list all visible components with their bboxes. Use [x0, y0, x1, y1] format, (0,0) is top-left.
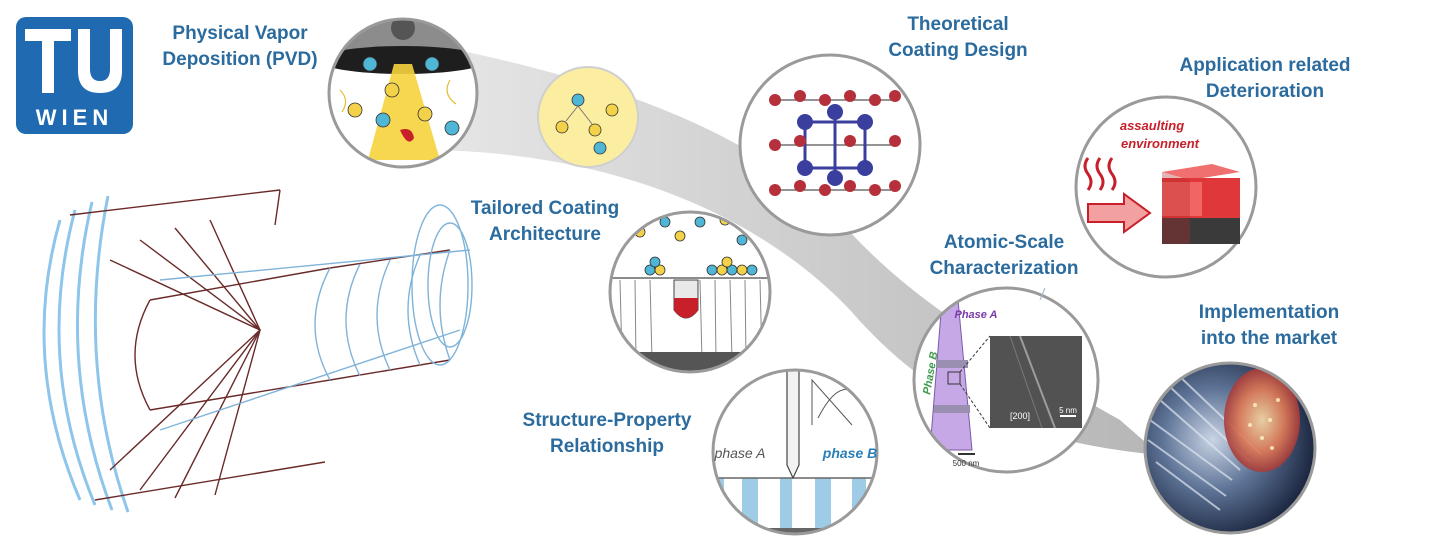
tem-scale-zoom-label: 5 nm: [1059, 406, 1077, 415]
tailored-coating-circle: [608, 210, 772, 374]
logo-wordmark: WIEN: [35, 105, 114, 130]
plasma-particles-circle: [537, 66, 639, 168]
tu-wien-logo: WIEN: [16, 17, 133, 134]
phase-b-label: phase B: [822, 445, 877, 461]
environment-label: environment: [1121, 136, 1200, 151]
tem-phase-a-label: Phase A: [954, 309, 997, 321]
deterioration-circle: [1074, 95, 1258, 279]
coated-block-icon: [1162, 164, 1240, 244]
jet-engine-illustration: [42, 189, 473, 513]
tem-characterization-circle: [912, 286, 1100, 474]
tu-letters-icon: [25, 29, 122, 93]
heat-waves-icon: [1083, 157, 1117, 191]
tem-scale-main-label: 500 nm: [953, 459, 980, 468]
label-leaders: [1039, 287, 1046, 301]
assaulting-label: assaulting: [1120, 118, 1184, 133]
phase-a-label: phase A: [714, 445, 766, 461]
arrow-right-icon: [1087, 192, 1152, 234]
inset-texts: assaulting environment phase A phase B P…: [714, 118, 1200, 468]
turbine-photo-circle: [1143, 361, 1317, 535]
tem-zone-label: [200]: [1010, 411, 1030, 421]
crystal-structure-circle: [738, 53, 922, 237]
